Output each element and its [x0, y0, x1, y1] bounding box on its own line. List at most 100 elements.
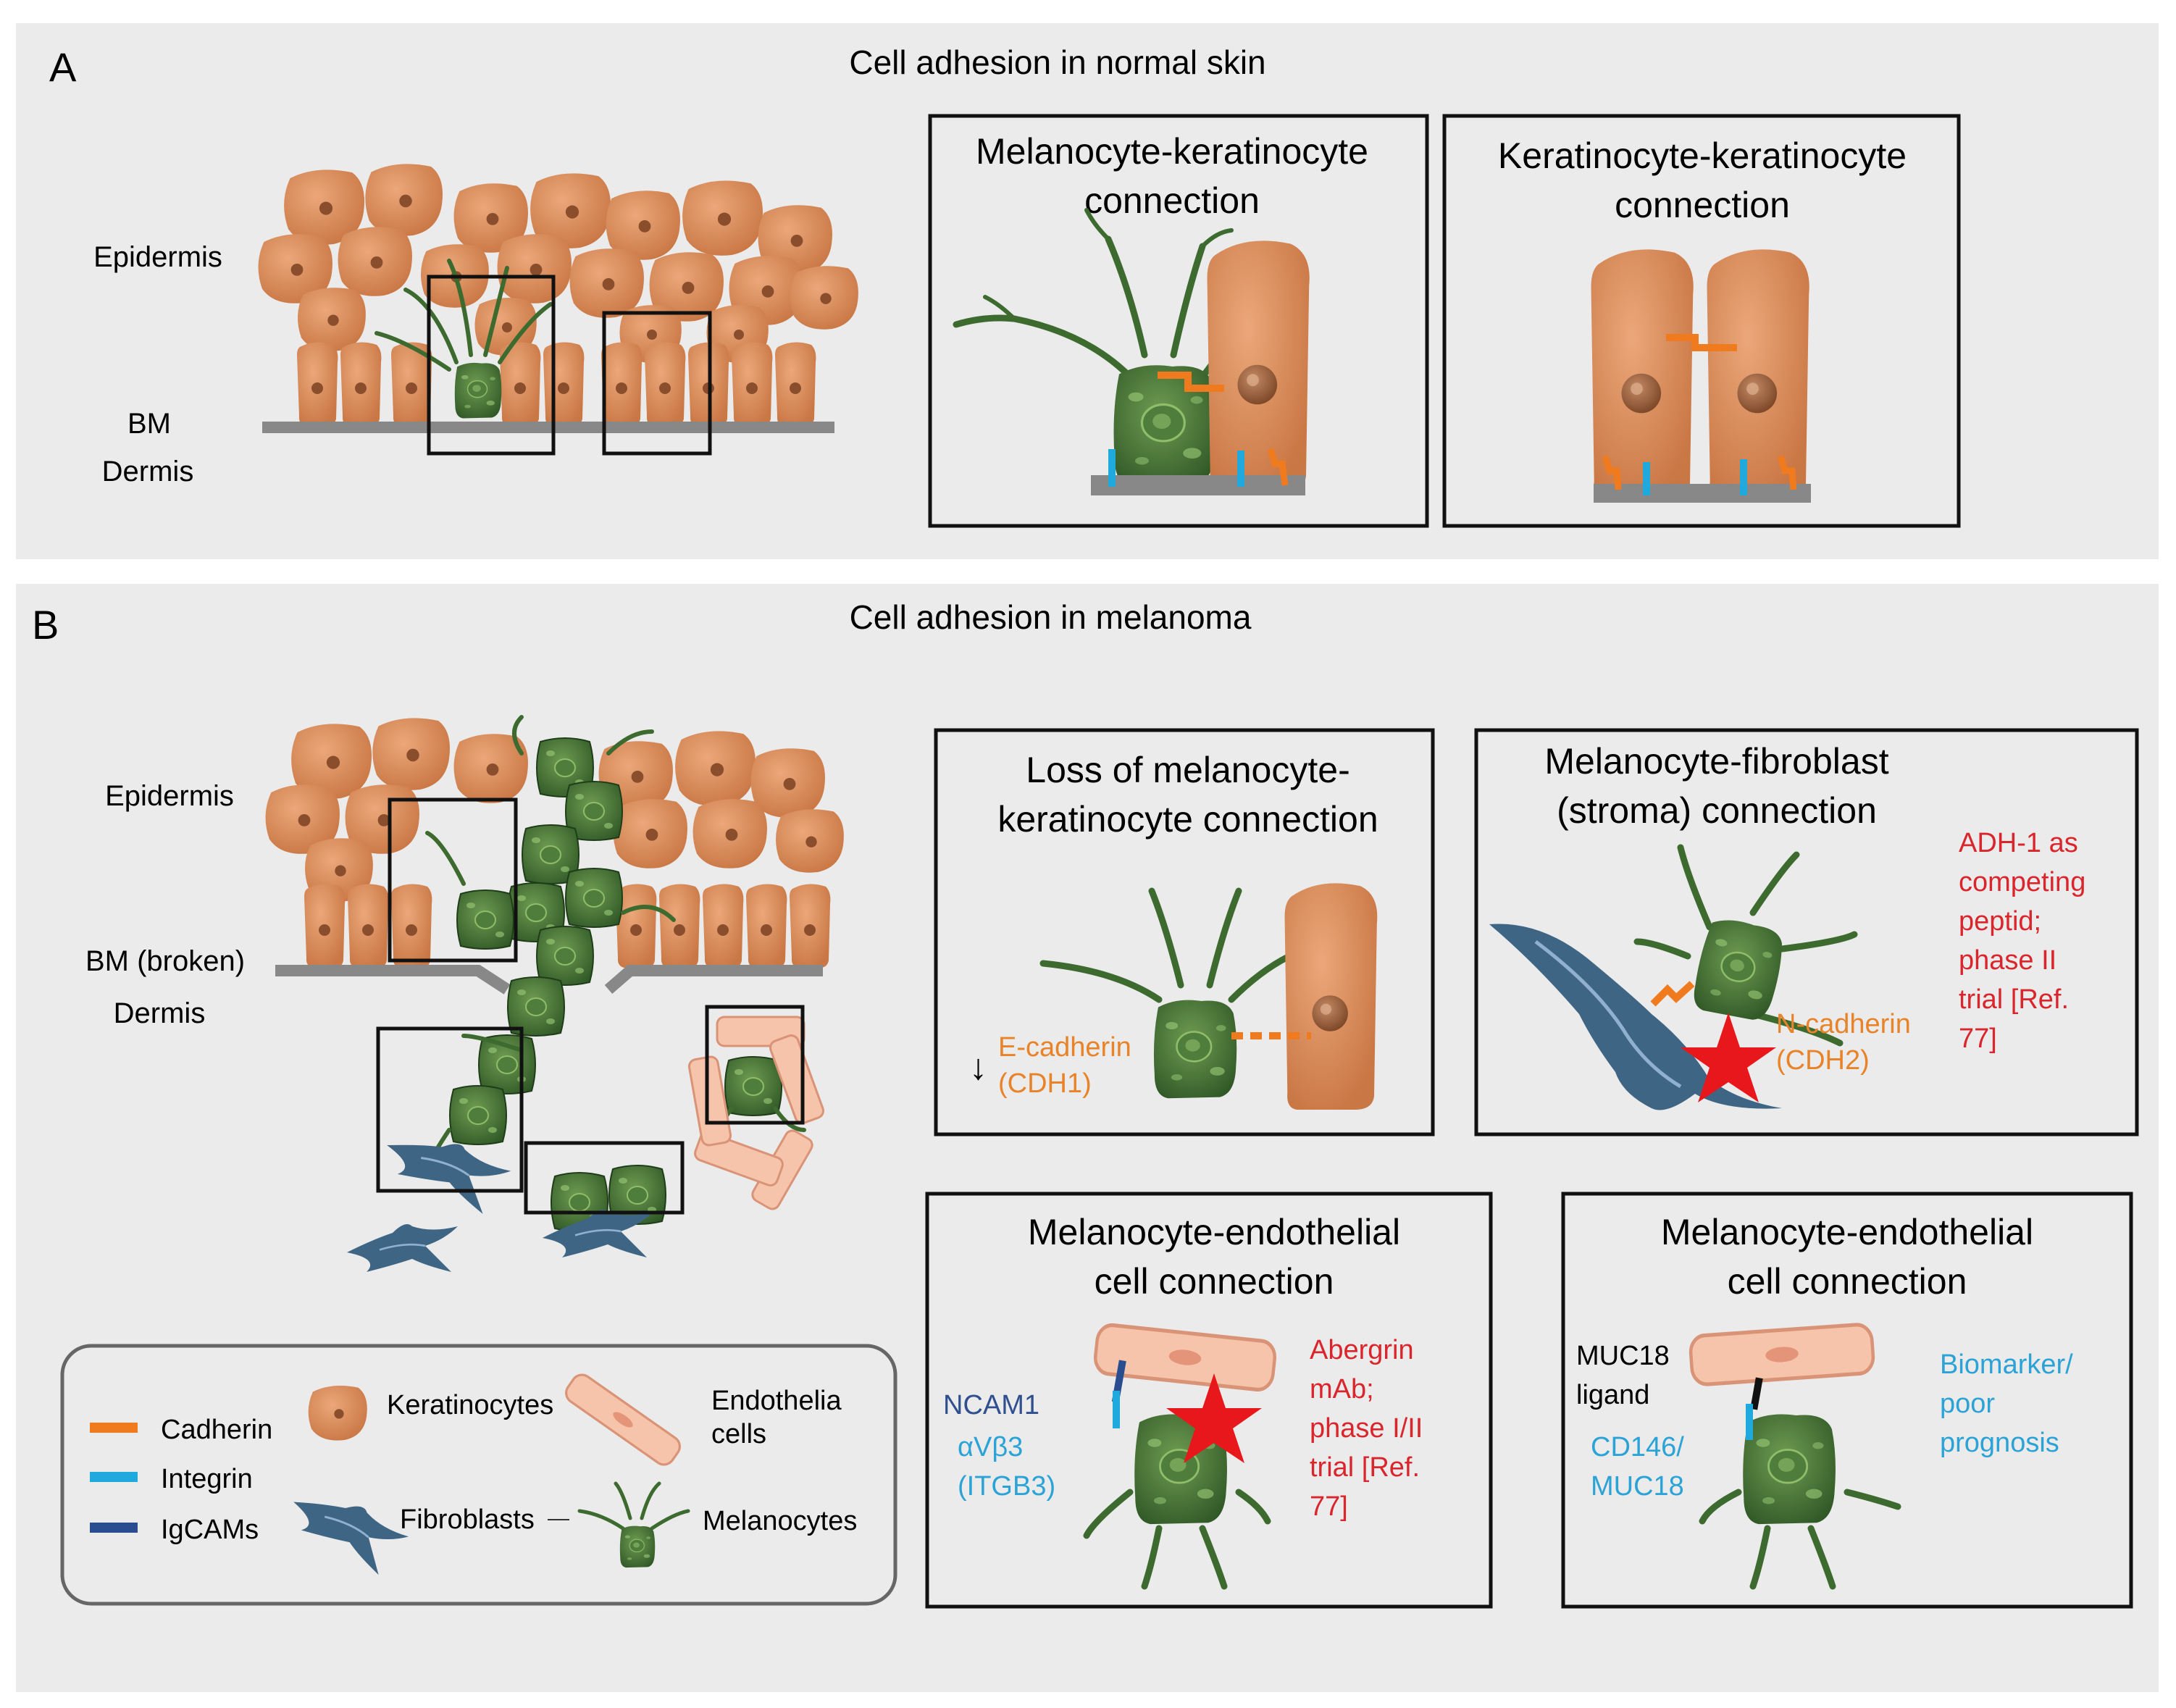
panel-b-box3-title-line2: cell connection [1095, 1261, 1334, 1302]
panel-b-box1-title-line2: keratinocyte connection [997, 799, 1378, 840]
panel-b-title: Cell adhesion in melanoma [850, 598, 1252, 636]
panel-a-dermis-label: Dermis [102, 456, 194, 487]
panel-b-box2-title-line2: (stroma) connection [1557, 790, 1877, 831]
legend-fibroblasts-label: Fibroblasts [400, 1504, 535, 1535]
panel-b-box3-integrin [1113, 1391, 1120, 1428]
panel-b-box2-therapy: ADH-1 as competing peptid; phase II tria… [1959, 828, 2085, 1054]
legend-integrin-swatch [90, 1472, 138, 1482]
epidermis-melanocyte [374, 259, 553, 419]
panel-b-box4-ligand [1750, 1377, 1763, 1410]
box2-integrin-right [1740, 459, 1747, 495]
panel-b-zoom-box-dermis [524, 1141, 685, 1215]
legend-cadherin-label: Cadherin [161, 1415, 272, 1445]
panel-a-zoom-box-melanocyte [427, 275, 556, 456]
panel-a-box2-title-line2: connection [1615, 185, 1790, 225]
panel-b-box3-marker-igcam: NCAM1 [943, 1390, 1039, 1420]
panel-b-box2-therapy-line3: peptid; [1959, 906, 2041, 937]
panel-b-dermis-label: Dermis [114, 997, 206, 1029]
panel-b-box3-therapy-line2: mAb; [1310, 1374, 1374, 1405]
panel-b-box2-therapy-line4: phase II [1959, 945, 2056, 976]
legend-endothelia-label-line1: Endothelia [711, 1386, 842, 1416]
legend-igcams-label: IgCAMs [161, 1515, 259, 1545]
box2-basement-membrane [1594, 484, 1811, 503]
panel-b-box3-marker-integrin-line2: (ITGB3) [958, 1471, 1055, 1502]
panel-b-box-fibroblast-connection: Melanocyte-fibroblast (stroma) connectio… [1474, 728, 2139, 1136]
panel-b-box-endothelial-muc18: Melanocyte-endothelial cell connection M… [1561, 1192, 2133, 1609]
box1-integrin-left [1108, 449, 1116, 487]
box1-cadherin [1158, 372, 1224, 392]
panel-b-box2-therapy-line6: 77] [1959, 1023, 1997, 1054]
panel-b-box1-down-arrow: ↓ [969, 1047, 987, 1087]
panel-b-box4-note-line3: prognosis [1940, 1428, 2059, 1458]
panel-b-box2-marker-line2: (CDH2) [1776, 1045, 1870, 1076]
panel-a-epidermis-label: Epidermis [93, 241, 222, 273]
box2-cadherin [1666, 334, 1737, 351]
legend-cadherin-swatch [90, 1423, 138, 1433]
box2-keratinocyte-right [1707, 249, 1809, 500]
panel-b-box2-fibroblast [1489, 924, 1782, 1110]
legend-melanocyte-icon [577, 1481, 690, 1568]
panel-b-box1-marker-line2: (CDH1) [998, 1068, 1092, 1099]
panel-b-box1-title-line1: Loss of melanocyte- [1026, 750, 1349, 790]
panel-b-box2-therapy-line5: trial [Ref. [1959, 984, 2069, 1015]
panel-b-box4-ligand-line1: MUC18 [1576, 1341, 1670, 1371]
panel-b-box4-title-line2: cell connection [1728, 1261, 1967, 1302]
panel-a-box1-title-line1: Melanocyte-keratinocyte [976, 131, 1368, 172]
panel-b-box4-marker-line1: CD146/ [1591, 1432, 1684, 1462]
panel-b-box4-note-line2: poor [1940, 1389, 1995, 1419]
box1-cadherin-bottom [1267, 448, 1289, 486]
panel-b-box2-therapy-line2: competing [1959, 867, 2085, 897]
panel-b-box4-melanocyte [1741, 1413, 1837, 1525]
box1-integrin-right [1237, 451, 1244, 487]
panel-a-box1-title-line2: connection [1084, 180, 1260, 221]
panel-b-box3-therapy-line4: trial [Ref. [1310, 1452, 1420, 1483]
box1-keratinocyte [1207, 240, 1310, 491]
panel-b-box-loss-connection: Loss of melanocyte- keratinocyte connect… [934, 728, 1435, 1136]
panel-b-box3-therapy: Abergrin mAb; phase I/II trial [Ref. 77] [1310, 1335, 1423, 1522]
legend-keratinocyte-icon [308, 1386, 367, 1441]
panel-b-zoom-box-endothelial [705, 1005, 805, 1125]
panel-b-box1-marker-line1: E-cadherin [998, 1032, 1131, 1063]
box2-cadherin-left [1602, 455, 1622, 490]
panel-b-box3-therapy-line1: Abergrin [1310, 1335, 1414, 1365]
panel-a-bm-label: BM [127, 408, 171, 440]
panel-b-broken-membrane-left [275, 965, 511, 995]
legend-melanocytes-label: Melanocytes [703, 1506, 857, 1536]
panel-b-box2-cadherin [1650, 981, 1695, 1007]
panel-b-box4-note-line1: Biomarker/ [1940, 1349, 2073, 1380]
panel-b-box2-title-line1: Melanocyte-fibroblast [1544, 741, 1888, 782]
box2-integrin-left [1643, 462, 1650, 495]
legend-keratinocytes-label: Keratinocytes [387, 1390, 553, 1420]
panel-a-skin-illustration [258, 164, 858, 456]
panel-b-box3-marker-integrin-line1: αVβ3 [958, 1432, 1023, 1462]
panel-b-box4-endothelial-cell [1690, 1324, 1875, 1386]
panel-b-broken-membrane-right [604, 965, 823, 995]
panel-b-melanoma-illustration [265, 715, 844, 1273]
panel-b-box-endothelial-integrin: Melanocyte-endothelial cell connection N… [925, 1192, 1493, 1609]
basal-keratinocytes [297, 342, 816, 426]
panel-b-box4-note: Biomarker/ poor prognosis [1940, 1349, 2073, 1458]
panel-b-box1-melanocyte [1152, 999, 1238, 1100]
panel-a-title: Cell adhesion in normal skin [849, 43, 1265, 81]
panel-a-box-keratinocyte-keratinocyte: Keratinocyte-keratinocyte connection [1442, 114, 1961, 528]
panel-b-letter: B [32, 602, 59, 648]
panel-b-box4-title-line1: Melanocyte-endothelial [1661, 1212, 2033, 1252]
panel-a-box2-title-line1: Keratinocyte-keratinocyte [1498, 135, 1907, 176]
panel-a-basement-membrane [262, 422, 834, 433]
legend-endothelia-label-line2: cells [711, 1419, 766, 1449]
panel-b-bm-label: BM (broken) [85, 945, 245, 977]
panel-b-box2-therapy-line1: ADH-1 as [1959, 828, 2078, 858]
panel-b-box3-therapy-line5: 77] [1310, 1491, 1348, 1522]
panel-b-box4-marker-line2: MUC18 [1591, 1471, 1684, 1502]
panel-b-zoom-box-fibroblast [376, 1026, 524, 1193]
legend-igcams-swatch [90, 1523, 138, 1533]
panel-a-box-melanocyte-keratinocyte: Melanocyte-keratinocyte connection [928, 114, 1429, 528]
box1-basement-membrane [1091, 475, 1305, 495]
panel-b-box2-marker-line1: N-cadherin [1776, 1009, 1911, 1039]
panel-b-box4-integrin [1746, 1404, 1753, 1440]
panel-b-box1-keratinocyte [1284, 883, 1378, 1110]
panel-a-letter: A [49, 44, 77, 90]
panel-b-box3-therapy-line3: phase I/II [1310, 1413, 1423, 1444]
panel-b-box4-ligand-line2: ligand [1576, 1380, 1649, 1410]
